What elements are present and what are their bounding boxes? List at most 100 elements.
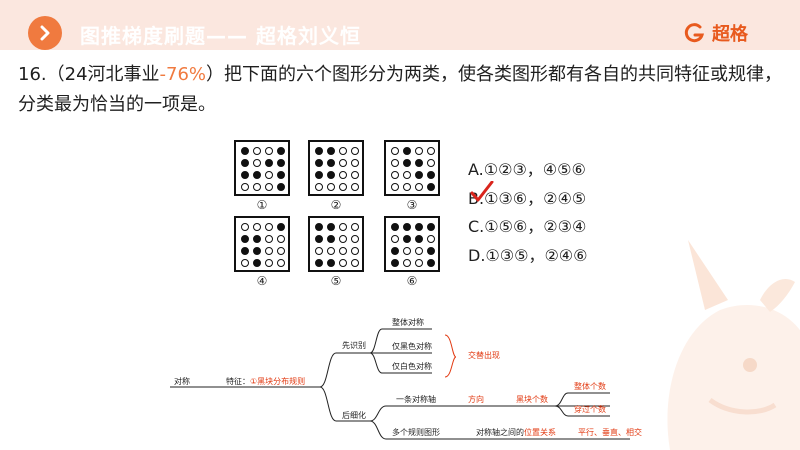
black-dot [315, 147, 323, 155]
white-dot [339, 171, 347, 179]
mindmap-axis-between: 对称轴之间的位置关系 [476, 428, 556, 438]
black-dot [277, 171, 285, 179]
black-dot [415, 159, 423, 167]
black-dot [277, 183, 285, 191]
question-percent: -76% [159, 64, 207, 85]
figure-frame [308, 140, 364, 196]
mindmap-black-count: 黑块个数 [516, 395, 548, 404]
black-dot [241, 171, 249, 179]
unicorn-mascot-icon [667, 240, 800, 450]
black-dot [253, 247, 261, 255]
mindmap-root: 对称 [174, 377, 190, 386]
question-body: ）把下面的六个图形分为两类，使各类图形都有各自的共同特征或规律，分类最为恰当的一… [18, 64, 783, 115]
black-dot [315, 171, 323, 179]
mindmap-refine-later: 后细化 [342, 411, 366, 420]
black-dot [391, 247, 399, 255]
figure-frame [384, 140, 440, 196]
checkmark-icon [470, 181, 494, 202]
brand: 超格 [684, 20, 748, 46]
mindmap-feature: 特征：①黑块分布规则 [226, 377, 305, 387]
mindmap-alternate: 交替出现 [468, 351, 500, 360]
figure-label: ⑥ [406, 274, 418, 288]
mindmap-black-only: 仅黑色对称 [392, 342, 432, 351]
white-dot [253, 159, 261, 167]
option-d[interactable]: D.①③⑤，②④⑥ [468, 245, 588, 265]
figure-label: ⑤ [330, 274, 342, 288]
mindmap-connectors [170, 328, 630, 440]
white-dot [427, 235, 435, 243]
white-dot [391, 171, 399, 179]
white-dot [277, 235, 285, 243]
figure-label: ② [330, 198, 342, 212]
white-dot [265, 247, 273, 255]
black-dot [277, 147, 285, 155]
black-dot [253, 259, 261, 267]
brand-logo-icon [684, 23, 705, 43]
figure-frame [234, 140, 290, 196]
mindmap-feature-red: ①黑块分布规则 [250, 377, 306, 386]
black-dot [415, 223, 423, 231]
black-dot [327, 147, 335, 155]
option-a[interactable]: A.①②③，④⑤⑥ [468, 160, 586, 179]
white-dot [391, 183, 399, 191]
black-dot [327, 259, 335, 267]
black-dot [315, 235, 323, 243]
black-dot [415, 171, 423, 179]
white-dot [391, 147, 399, 155]
white-dot [339, 223, 347, 231]
white-dot [265, 183, 273, 191]
white-dot [327, 247, 335, 255]
white-dot [403, 171, 411, 179]
chevron-right-icon [40, 25, 50, 41]
black-dot [241, 147, 249, 155]
figure-4: ④ [234, 216, 290, 288]
brand-name: 超格 [712, 24, 748, 45]
black-dot [391, 223, 399, 231]
white-dot [265, 235, 273, 243]
white-dot [241, 183, 249, 191]
black-dot [427, 247, 435, 255]
white-dot [241, 259, 249, 267]
white-dot [391, 159, 399, 167]
white-dot [415, 259, 423, 267]
white-dot [427, 159, 435, 167]
white-dot [403, 259, 411, 267]
white-dot [339, 159, 347, 167]
play-arrow-icon[interactable] [28, 16, 62, 50]
figure-frame [234, 216, 290, 272]
white-dot [265, 259, 273, 267]
black-dot [253, 235, 261, 243]
black-dot [415, 235, 423, 243]
black-dot [315, 223, 323, 231]
option-c[interactable]: C.①⑤⑥，②③④ [468, 217, 587, 236]
question-prefix: 16.（24河北事业 [18, 64, 160, 85]
option-b[interactable]: B.①③⑥，②④⑤ [468, 188, 587, 208]
black-dot [427, 223, 435, 231]
black-dot [327, 223, 335, 231]
mindmap-axis-between-label: 对称轴之间的 [476, 428, 524, 437]
black-dot [277, 159, 285, 167]
mindmap-white-only: 仅白色对称 [392, 362, 432, 371]
white-dot [315, 183, 323, 191]
white-dot [351, 247, 359, 255]
white-dot [277, 247, 285, 255]
mindmap-overall: 整体对称 [392, 318, 424, 327]
white-dot [339, 259, 347, 267]
black-dot [427, 183, 435, 191]
white-dot [253, 183, 261, 191]
mindmap-overall-count: 整体个数 [574, 382, 606, 391]
white-dot [339, 183, 347, 191]
black-dot [241, 159, 249, 167]
mindmap-position-rel: 位置关系 [524, 428, 556, 437]
white-dot [391, 235, 399, 243]
figure-frame [384, 216, 440, 272]
white-dot [415, 147, 423, 155]
black-dot [241, 247, 249, 255]
white-dot [351, 147, 359, 155]
white-dot [265, 171, 273, 179]
black-dot [327, 171, 335, 179]
figure-label: ① [256, 198, 268, 212]
question-text: 16.（24河北事业-76%）把下面的六个图形分为两类，使各类图形都有各自的共同… [18, 60, 788, 120]
header-title: 图推梯度刷题—— 超格刘义恒 [80, 24, 361, 48]
white-dot [351, 159, 359, 167]
